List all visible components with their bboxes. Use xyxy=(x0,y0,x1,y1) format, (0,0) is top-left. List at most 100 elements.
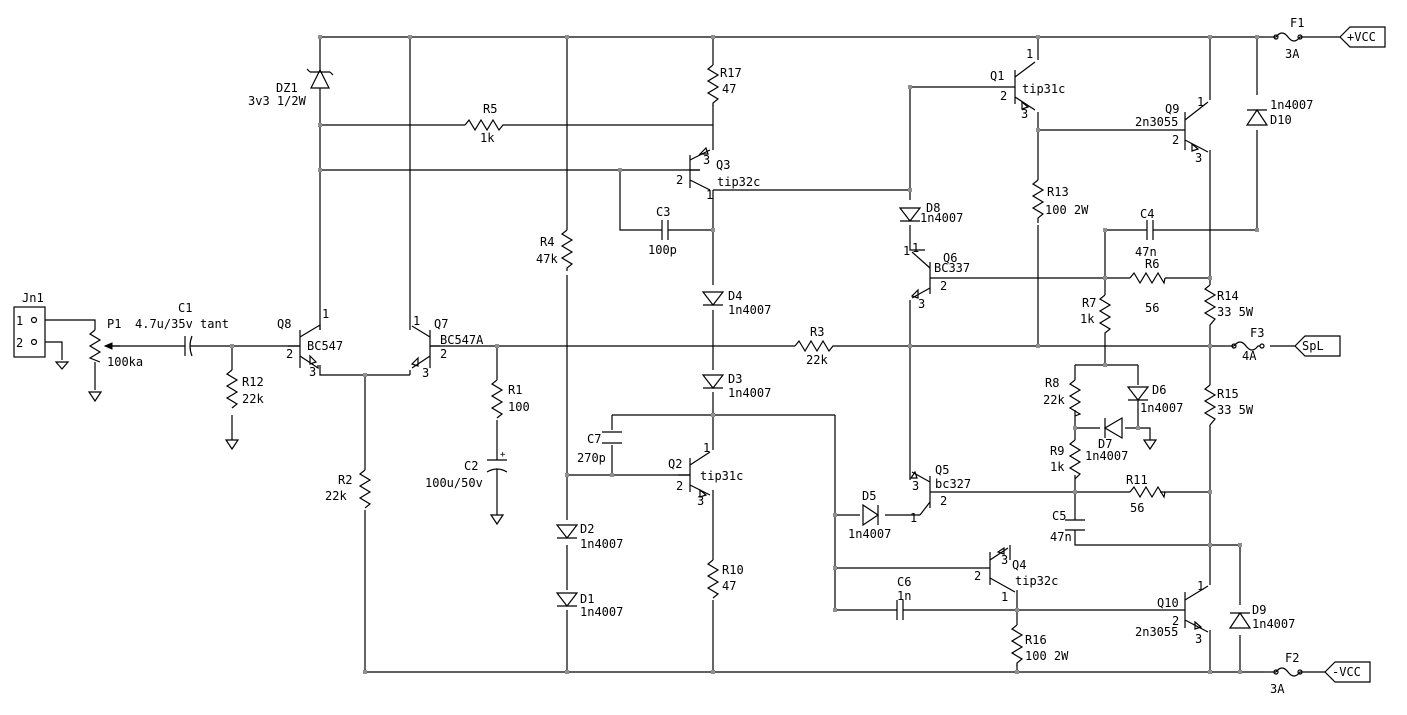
svg-text:P1: P1 xyxy=(107,317,121,331)
svg-text:2n3055: 2n3055 xyxy=(1135,625,1178,639)
port-vcc-neg-label: -VCC xyxy=(1332,665,1361,679)
svg-text:3: 3 xyxy=(703,153,710,167)
svg-text:4A: 4A xyxy=(1242,349,1257,363)
resistor-r16 xyxy=(1010,624,1024,666)
svg-text:BC337: BC337 xyxy=(934,261,970,275)
svg-text:1n: 1n xyxy=(897,589,911,603)
resistors xyxy=(225,64,1217,666)
svg-text:tip31c: tip31c xyxy=(700,469,743,483)
svg-text:2: 2 xyxy=(1172,133,1179,147)
svg-text:56: 56 xyxy=(1145,301,1159,315)
svg-text:3: 3 xyxy=(697,494,704,508)
svg-text:Q2: Q2 xyxy=(668,457,682,471)
svg-text:1k: 1k xyxy=(480,131,495,145)
transistor-q10 xyxy=(1180,585,1209,633)
svg-text:R7: R7 xyxy=(1082,296,1096,310)
svg-text:Q6: Q6 xyxy=(943,251,957,265)
svg-text:3: 3 xyxy=(1001,553,1008,567)
diode-d3 xyxy=(701,374,725,389)
svg-text:Q4: Q4 xyxy=(1012,558,1026,572)
svg-text:1: 1 xyxy=(903,244,910,258)
capacitor-c6 xyxy=(890,600,910,620)
transistor-q6 xyxy=(910,251,940,299)
resistor-r10 xyxy=(706,559,720,599)
resistor-r8 xyxy=(1068,379,1082,417)
svg-text:tip31c: tip31c xyxy=(1022,82,1065,96)
resistor-r4 xyxy=(560,229,574,271)
svg-text:R17: R17 xyxy=(720,66,742,80)
svg-text:1n4007: 1n4007 xyxy=(1085,449,1128,463)
svg-text:3: 3 xyxy=(422,366,429,380)
junction-dots xyxy=(230,35,1259,674)
svg-text:1n4007: 1n4007 xyxy=(1270,98,1313,112)
svg-text:R1: R1 xyxy=(508,383,522,397)
svg-text:1: 1 xyxy=(703,441,710,455)
svg-text:4.7u/35v tant: 4.7u/35v tant xyxy=(135,317,229,331)
capacitor-c7 xyxy=(602,431,622,444)
svg-text:22k: 22k xyxy=(325,489,347,503)
svg-text:D4: D4 xyxy=(728,289,742,303)
resistor-r11 xyxy=(1129,485,1166,499)
svg-text:3v3 1/2W: 3v3 1/2W xyxy=(248,94,307,108)
svg-text:C1: C1 xyxy=(178,301,192,315)
diode-dz1 xyxy=(306,68,334,100)
svg-text:270p: 270p xyxy=(577,451,606,465)
component-labels: P1 100ka C1 4.7u/35v tant R12 22k Q8 BC5… xyxy=(107,16,1313,696)
svg-text:2: 2 xyxy=(440,347,447,361)
port-out xyxy=(1294,335,1341,357)
transistor-q5 xyxy=(909,470,940,516)
svg-text:100ka: 100ka xyxy=(107,355,143,369)
diode-d4 xyxy=(701,291,725,306)
svg-text:C3: C3 xyxy=(656,205,670,219)
svg-text:R16: R16 xyxy=(1025,633,1047,647)
transistor-q3 xyxy=(689,146,711,191)
svg-text:D9: D9 xyxy=(1252,603,1266,617)
svg-text:1n4007: 1n4007 xyxy=(580,605,623,619)
svg-text:R5: R5 xyxy=(483,102,497,116)
svg-text:D5: D5 xyxy=(862,489,876,503)
svg-text:1: 1 xyxy=(1026,47,1033,61)
svg-text:R4: R4 xyxy=(540,235,554,249)
port-vcc-neg xyxy=(1324,661,1371,683)
svg-text:2: 2 xyxy=(940,279,947,293)
svg-text:100 2W: 100 2W xyxy=(1045,203,1089,217)
svg-text:D2: D2 xyxy=(580,522,594,536)
svg-text:100u/50v: 100u/50v xyxy=(425,476,483,490)
diode-d9 xyxy=(1228,611,1252,629)
svg-text:+: + xyxy=(500,450,506,460)
transistors xyxy=(288,61,1209,633)
svg-text:F2: F2 xyxy=(1285,651,1299,665)
svg-text:47n: 47n xyxy=(1135,245,1157,259)
svg-text:2: 2 xyxy=(676,479,683,493)
svg-text:D10: D10 xyxy=(1270,113,1292,127)
diodes xyxy=(306,68,1269,629)
diode-d7 xyxy=(1103,416,1123,440)
svg-text:R15: R15 xyxy=(1217,387,1239,401)
svg-text:R11: R11 xyxy=(1126,473,1148,487)
svg-text:3A: 3A xyxy=(1270,682,1285,696)
svg-text:D8: D8 xyxy=(926,201,940,215)
svg-text:1: 1 xyxy=(1001,590,1008,604)
svg-text:3: 3 xyxy=(1195,151,1202,165)
resistor-r2 xyxy=(358,469,372,509)
diode-d8 xyxy=(898,207,922,222)
connector-jn1: Jn1 1 2 xyxy=(13,291,46,358)
resistor-r1 xyxy=(490,379,504,419)
resistor-r12 xyxy=(225,369,239,409)
svg-text:C5: C5 xyxy=(1052,509,1066,523)
svg-text:C6: C6 xyxy=(897,575,911,589)
diode-d5 xyxy=(862,503,880,527)
diode-d10 xyxy=(1245,108,1269,126)
transistor-q7 xyxy=(410,325,440,369)
transistor-q9 xyxy=(1180,101,1209,153)
svg-text:1: 1 xyxy=(322,307,329,321)
svg-text:R10: R10 xyxy=(722,563,744,577)
resistor-r13 xyxy=(1031,179,1045,223)
svg-text:100: 100 xyxy=(508,400,530,414)
svg-text:22k: 22k xyxy=(1043,393,1065,407)
svg-text:BC547: BC547 xyxy=(307,339,343,353)
port-vcc-pos-label: +VCC xyxy=(1347,30,1376,44)
svg-text:R13: R13 xyxy=(1047,185,1069,199)
capacitor-c5 xyxy=(1065,519,1085,531)
svg-text:Q7: Q7 xyxy=(434,317,448,331)
